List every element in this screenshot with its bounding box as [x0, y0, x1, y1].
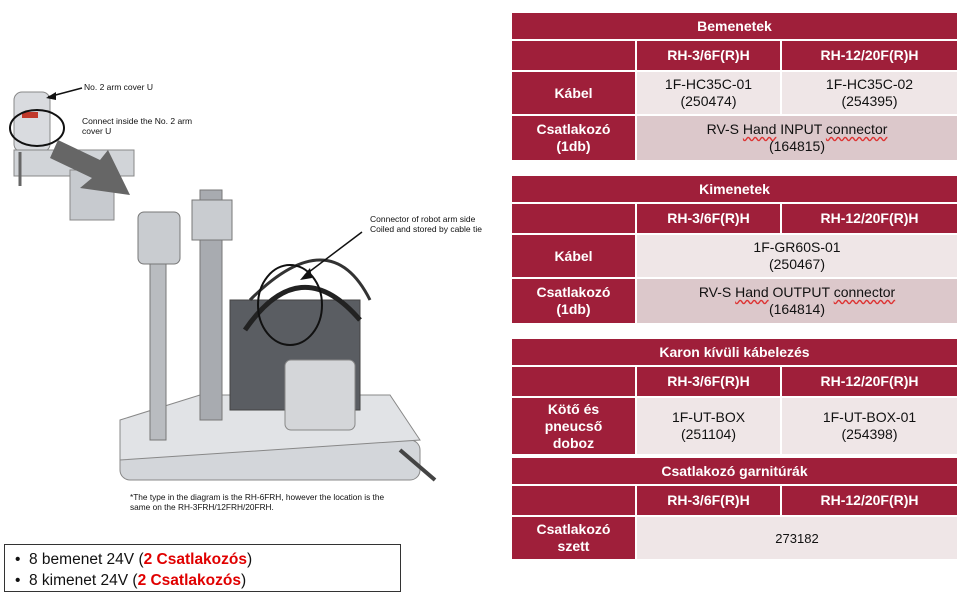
- bullet-dot-icon: •: [15, 572, 21, 589]
- col-header-rh-3-6: RH-3/6F(R)H: [636, 40, 781, 71]
- table-title: Bemenetek: [511, 12, 958, 40]
- bullet-suffix: ): [240, 572, 247, 589]
- bullet-text: 8 kimenet 24V (: [29, 572, 138, 589]
- header-empty: [511, 366, 636, 397]
- table-inputs: Bemenetek RH-3/6F(R)H RH-12/20F(R)H Kábe…: [511, 12, 958, 161]
- col-header-rh-12-20: RH-12/20F(R)H: [781, 203, 958, 234]
- connector-code: (164815): [768, 138, 826, 154]
- cell-cable-rh-12-20: 1F-HC35C-02 (254395): [781, 71, 958, 115]
- bullet-inputs: • 8 bemenet 24V (2 Csatlakozós): [15, 549, 400, 570]
- cell-connector: RV-S Hand OUTPUT connector (164814): [636, 278, 958, 324]
- table-connector-sets: Csatlakozó garnitúrák RH-3/6F(R)H RH-12/…: [511, 457, 958, 560]
- cell-connector-set: 273182: [636, 516, 958, 560]
- small-robot-highlight-circle: [9, 109, 65, 147]
- header-empty: [511, 203, 636, 234]
- connector-highlight-circle: [257, 264, 323, 346]
- col-header-rh-12-20: RH-12/20F(R)H: [781, 485, 958, 516]
- cell-connector: RV-S Hand INPUT connector (164815): [636, 115, 958, 161]
- bullet-suffix: ): [247, 551, 253, 568]
- connector-pointer-line: [304, 231, 363, 276]
- header-empty: [511, 40, 636, 71]
- big-arrow: [50, 140, 130, 195]
- note-diagram-type: *The type in the diagram is the RH-6FRH,…: [130, 492, 385, 512]
- col-header-rh-3-6: RH-3/6F(R)H: [636, 203, 781, 234]
- table-outputs: Kimenetek RH-3/6F(R)H RH-12/20F(R)H Kábe…: [511, 175, 958, 324]
- header-empty: [511, 485, 636, 516]
- col-header-rh-12-20: RH-12/20F(R)H: [781, 366, 958, 397]
- connector-text: RV-S: [706, 121, 743, 137]
- cell-cable: 1F-GR60S-01 (250467): [636, 234, 958, 278]
- robot-motor-right: [284, 359, 356, 431]
- robot-drawing: [9, 87, 437, 482]
- cell-cable-rh-3-6: 1F-HC35C-01 (250474): [636, 71, 781, 115]
- connector-text: Hand: [742, 121, 777, 137]
- col-header-rh-12-20: RH-12/20F(R)H: [781, 40, 958, 71]
- cover-pointer-arrow: [46, 92, 56, 100]
- bullet-dot-icon: •: [15, 551, 21, 568]
- io-summary-box: •8 bemenet 24V (2 Csatlakozós) •8 kimene…: [4, 544, 401, 592]
- note-connector-robot-side: Connector of robot arm side Coiled and s…: [370, 214, 482, 234]
- row-label-kabel: Kábel: [511, 71, 636, 115]
- bullet-outputs: • 8 kimenet 24V (2 Csatlakozós): [15, 570, 400, 591]
- col-header-rh-3-6: RH-3/6F(R)H: [636, 485, 781, 516]
- robot-motor-left: [137, 211, 181, 265]
- table-external-wiring: Karon kívüli kábelezés RH-3/6F(R)H RH-12…: [511, 338, 958, 455]
- connector-text: OUTPUT: [768, 284, 834, 300]
- connector-code: (164814): [768, 301, 826, 317]
- table-title: Karon kívüli kábelezés: [511, 338, 958, 366]
- robot-cable-coil-2: [248, 258, 372, 302]
- bullet-text: 8 bemenet 24V (: [29, 551, 144, 568]
- small-robot-arm2: [13, 91, 51, 153]
- small-robot-logo: [22, 112, 38, 118]
- row-label-csatlakozo: Csatlakozó (1db): [511, 278, 636, 324]
- robot-cable-exit: [398, 448, 437, 482]
- robot-illustration: No. 2 arm cover U Connect inside the No.…: [0, 0, 500, 520]
- cell-box-rh-12-20: 1F-UT-BOX-01 (254398): [781, 397, 958, 455]
- note-arm-cover: No. 2 arm cover U: [84, 82, 153, 92]
- row-label-csatlakozo: Csatlakozó (1db): [511, 115, 636, 161]
- col-header-rh-3-6: RH-3/6F(R)H: [636, 366, 781, 397]
- connector-text: RV-S: [698, 284, 736, 300]
- row-label-koto-doboz: Kötő és pneucső doboz: [511, 397, 636, 455]
- table-title: Csatlakozó garnitúrák: [511, 457, 958, 485]
- connector-text: connector: [825, 121, 888, 137]
- row-label-csatlakozo-szett: Csatlakozó szett: [511, 516, 636, 560]
- connector-pointer-arrow: [300, 268, 312, 280]
- cell-box-rh-3-6: 1F-UT-BOX (251104): [636, 397, 781, 455]
- row-label-kabel: Kábel: [511, 234, 636, 278]
- connector-text: Hand: [735, 284, 769, 300]
- connector-text: INPUT: [776, 121, 826, 137]
- robot-screw-top: [191, 199, 233, 241]
- bullet-highlight: 2 Csatlakozós: [143, 551, 247, 568]
- note-connect-inside: Connect inside the No. 2 arm cover U: [82, 116, 193, 136]
- bullet-highlight: 2 Csatlakozós: [137, 572, 241, 589]
- connector-text: connector: [833, 284, 896, 300]
- table-title: Kimenetek: [511, 175, 958, 203]
- robot-ball-screw: [199, 189, 223, 421]
